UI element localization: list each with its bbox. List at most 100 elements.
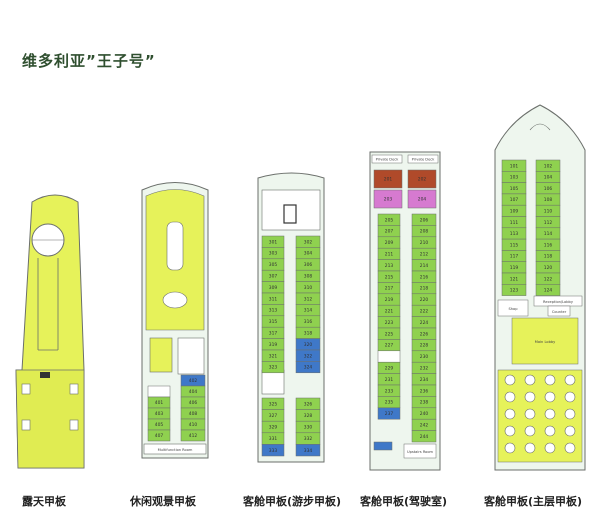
cabin-number: 238	[420, 400, 429, 406]
cabin-number: 103	[510, 175, 519, 181]
cabin-number: 326	[304, 401, 313, 407]
dining-table	[544, 374, 556, 386]
cabin-number: 304	[304, 251, 313, 257]
dining-table	[544, 442, 556, 454]
cabin-number: 115	[510, 242, 519, 248]
dining-table	[524, 408, 536, 420]
cabin-number: 408	[189, 411, 198, 417]
cabin-number: 307	[269, 274, 278, 280]
cabin-number: 236	[420, 388, 429, 394]
cabin-number: 224	[420, 320, 429, 326]
cabin-number: 209	[385, 240, 394, 246]
dining-table	[504, 442, 516, 454]
deck-label-promenade: 客舱甲板(游步甲板)	[243, 495, 342, 508]
cabin-number: 333	[269, 448, 278, 454]
cabin-number: 110	[544, 208, 553, 214]
reception-lobby-label: Reception/Lobby	[543, 300, 574, 304]
dining-table	[504, 408, 516, 420]
cabin-number: 401	[155, 400, 164, 406]
cabin-number: 120	[544, 265, 553, 271]
cabin-number: 318	[304, 331, 313, 337]
cabin-number: 104	[544, 175, 553, 181]
cabin-number: 311	[269, 296, 278, 302]
dining-table	[544, 391, 556, 403]
cabin-number: 219	[385, 297, 394, 303]
deck-label-sun: 露天甲板	[22, 495, 66, 508]
cabin-number: 317	[269, 331, 278, 337]
cabin-number: 113	[510, 231, 519, 237]
cabin-number: 106	[544, 186, 553, 192]
dining-table	[504, 374, 516, 386]
cabin-number: 412	[189, 433, 198, 439]
page-title: 维多利亚”王子号”	[22, 52, 156, 70]
cabin-number: 102	[544, 163, 553, 169]
cabin-number: 325	[269, 401, 278, 407]
cabin-number: 121	[510, 276, 519, 282]
cabin-number: 407	[155, 433, 164, 439]
cabin-number: 314	[304, 308, 313, 314]
cabin	[373, 169, 403, 189]
cabin-number: 212	[420, 252, 429, 258]
cabin-number: 228	[420, 343, 429, 349]
dining-table	[504, 425, 516, 437]
cabin-number: 322	[304, 353, 313, 359]
cabin-number: 207	[385, 229, 394, 235]
cabin-number: 308	[304, 274, 313, 280]
cabin-number: 117	[510, 254, 519, 260]
cabin	[411, 430, 437, 443]
cabin	[295, 361, 321, 374]
cabin	[261, 361, 285, 374]
cabin-number: 327	[269, 413, 278, 419]
cabin-number: 108	[544, 197, 553, 203]
cabin-number: 315	[269, 319, 278, 325]
cabin-number: 305	[269, 262, 278, 268]
cabin-number: 229	[385, 366, 394, 372]
dining-table	[524, 442, 536, 454]
cabin-number: 211	[385, 252, 394, 258]
cabin	[377, 350, 401, 363]
cabin-number: 116	[544, 242, 553, 248]
cabin-number: 331	[269, 436, 278, 442]
cabin-number: 208	[420, 229, 429, 235]
dining-table	[524, 374, 536, 386]
cabin	[261, 444, 285, 457]
cabin	[535, 284, 561, 296]
deck-label-lounge: 休闲观景甲板	[130, 495, 196, 508]
dining-table	[544, 408, 556, 420]
cabin-number: 319	[269, 342, 278, 348]
cabin-number: 306	[304, 262, 313, 268]
main-lobby-label: Main Lobby	[535, 340, 556, 344]
cabin-number: 309	[269, 285, 278, 291]
cabin-number: 231	[385, 377, 394, 383]
promenade-deck-cabins: 3013033053073093113133153173193213233023…	[261, 235, 321, 457]
dining-table	[524, 425, 536, 437]
cabin-number: 320	[304, 342, 313, 348]
dining-table	[524, 391, 536, 403]
counter-label: Counter	[552, 310, 567, 314]
cabin-number: 122	[544, 276, 553, 282]
cabin-number: 313	[269, 308, 278, 314]
cabin-number: 124	[544, 288, 553, 294]
dining-table	[564, 442, 576, 454]
dining-table	[564, 391, 576, 403]
cabin-number: 410	[189, 422, 198, 428]
cabin	[407, 169, 437, 189]
private-deck-label-left: Private Deck	[376, 158, 400, 162]
main-deck-cabins: 1011031051071091111131151171191211231021…	[501, 159, 561, 296]
bridge-deck-plan: Private Deck Private Deck Upstairs Room …	[369, 151, 441, 471]
cabin-number: 240	[420, 411, 429, 417]
dining-table	[564, 408, 576, 420]
cabin-number: 334	[304, 448, 313, 454]
dining-table	[564, 374, 576, 386]
cabin	[501, 284, 527, 296]
cabin-number: 119	[510, 265, 519, 271]
cabin-number: 105	[510, 186, 519, 192]
cabin	[407, 189, 437, 209]
cabin-number: 310	[304, 285, 313, 291]
cabin-number: 214	[420, 263, 429, 269]
cabin-number: 234	[420, 377, 429, 383]
dining-table	[564, 425, 576, 437]
cabin-number: 237	[385, 411, 394, 417]
cabin-number: 218	[420, 286, 429, 292]
cabin-number: 235	[385, 400, 394, 406]
